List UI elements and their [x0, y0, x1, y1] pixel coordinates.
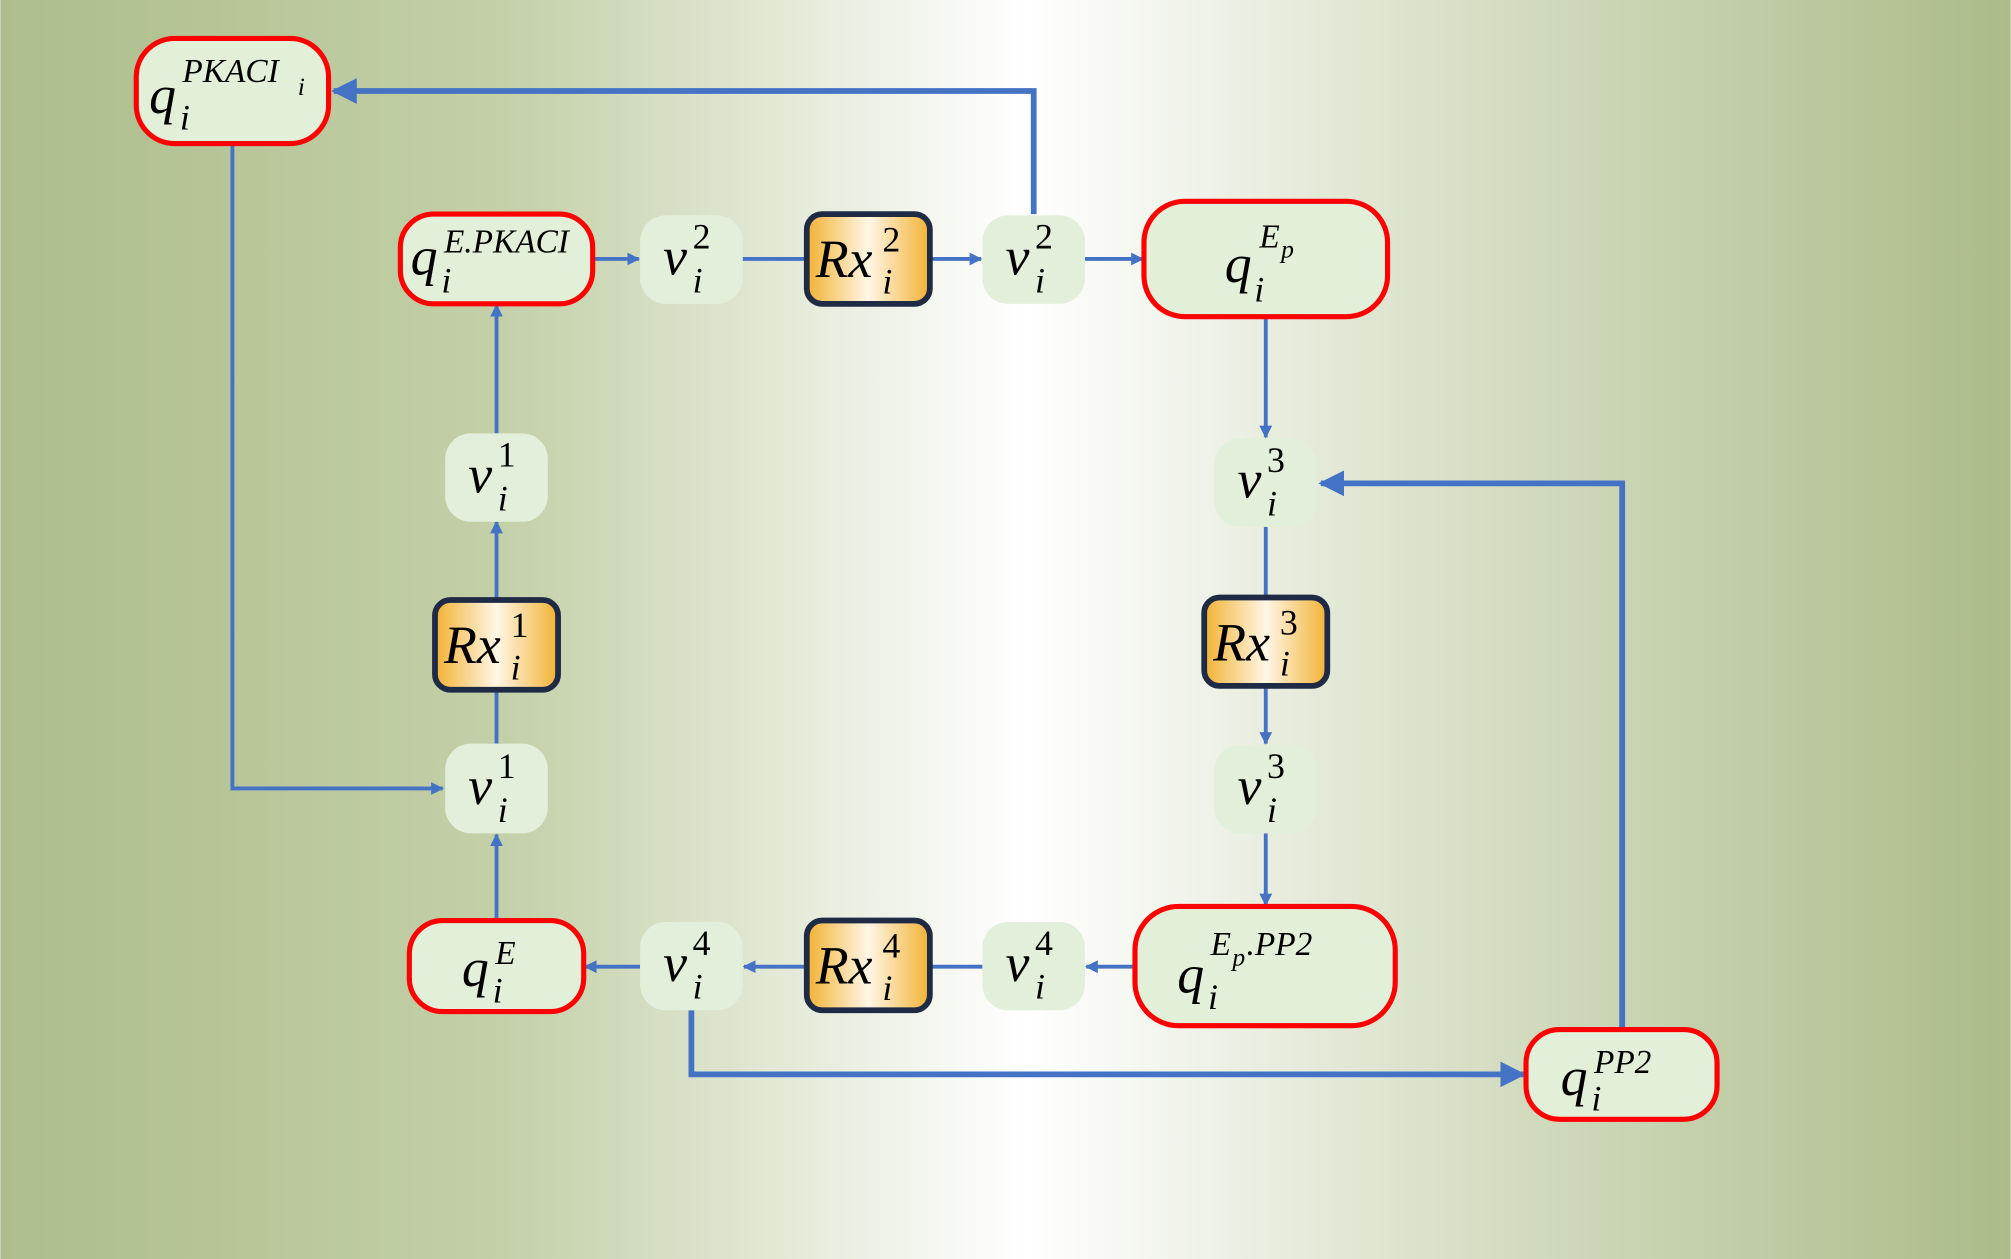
node-sub: i — [1267, 790, 1277, 830]
edge-v2-to-pkaci — [331, 78, 1037, 215]
node-sub: i — [693, 967, 703, 1007]
node-base: v — [1238, 449, 1262, 509]
node-base: Rx — [1212, 612, 1270, 672]
node-base: q — [1177, 944, 1204, 1004]
node-sup: 1 — [498, 435, 516, 475]
node-sub: i — [511, 648, 521, 688]
edge-v4-to-pp2 — [688, 1010, 1527, 1088]
svg-text:v4i: v4i — [1006, 923, 1053, 1007]
svg-text:qiE.PKACI: qiE.PKACI — [411, 224, 571, 301]
node-sup: PP2 — [1593, 1044, 1651, 1081]
node-sup: E — [494, 935, 515, 972]
node-base: v — [468, 756, 492, 816]
svg-text:qiEp: qiEp — [1225, 218, 1294, 309]
edges — [230, 78, 1626, 1088]
svg-text:v3i: v3i — [1238, 440, 1285, 524]
node-sup: E — [1210, 926, 1231, 963]
node-sup-sub: p — [1279, 235, 1294, 264]
svg-text:v2i: v2i — [1006, 217, 1053, 301]
node-sup: PKACI — [181, 53, 280, 90]
node-sub: i — [180, 97, 190, 137]
edge-pkaci-to-v1 — [230, 143, 444, 795]
node-base: q — [1225, 234, 1252, 294]
node-q-ep: qiEp — [1141, 198, 1391, 320]
node-sup: 3 — [1267, 746, 1285, 786]
node-base: v — [663, 933, 687, 993]
node-sub: i — [493, 971, 503, 1011]
node-base: v — [1006, 933, 1030, 993]
svg-text:qiE: qiE — [462, 935, 516, 1010]
node-base: Rx — [815, 935, 873, 995]
svg-text:v1i: v1i — [468, 435, 515, 519]
node-sub: i — [441, 260, 451, 300]
node-sub: i — [1208, 977, 1218, 1017]
node-base: Rx — [443, 615, 501, 675]
node-sup: 4 — [1035, 923, 1053, 963]
edge-pp2-to-v3 — [1318, 470, 1626, 1030]
node-sub: i — [1267, 483, 1277, 523]
node-sup: 3 — [1280, 603, 1298, 643]
node-sub: i — [882, 262, 892, 302]
node-sup-sub: p — [1230, 942, 1245, 971]
node-sub: i — [1035, 967, 1045, 1007]
node-sup: 4 — [882, 926, 900, 966]
node-sup: 1 — [498, 746, 516, 786]
node-sup-sub: i — [298, 72, 305, 101]
node-sup: 4 — [693, 923, 711, 963]
node-base: v — [663, 226, 687, 286]
node-base: q — [1561, 1047, 1588, 1107]
svg-text:v4i: v4i — [663, 923, 710, 1007]
node-base: v — [468, 444, 492, 504]
node-sub: i — [1254, 269, 1264, 309]
node-sup: E.PKACI — [443, 224, 571, 261]
node-sub: i — [498, 478, 508, 518]
node-base: q — [411, 226, 438, 286]
node-sub: i — [1280, 644, 1290, 684]
node-sub: i — [1035, 260, 1045, 300]
node-sub: i — [882, 968, 892, 1008]
node-base: v — [1006, 226, 1030, 286]
svg-text:qiEp.PP2: qiEp.PP2 — [1177, 926, 1312, 1017]
node-sub: i — [498, 790, 508, 830]
svg-text:v2i: v2i — [663, 217, 710, 301]
node-base: Rx — [815, 229, 873, 289]
node-base: q — [462, 938, 489, 998]
node-sup: E — [1258, 218, 1279, 255]
node-sub: i — [693, 260, 703, 300]
node-sup: 2 — [693, 217, 711, 257]
node-base: q — [149, 65, 176, 125]
node-base: v — [1238, 756, 1262, 816]
svg-text:v3i: v3i — [1238, 746, 1285, 830]
node-sup: 2 — [882, 219, 900, 259]
node-sup-tail: .PP2 — [1247, 926, 1313, 963]
svg-text:v1i: v1i — [468, 746, 515, 830]
node-sup: 1 — [511, 605, 529, 645]
node-sup: 2 — [1035, 217, 1053, 257]
node-sub: i — [1591, 1078, 1601, 1118]
node-sup: 3 — [1267, 440, 1285, 480]
